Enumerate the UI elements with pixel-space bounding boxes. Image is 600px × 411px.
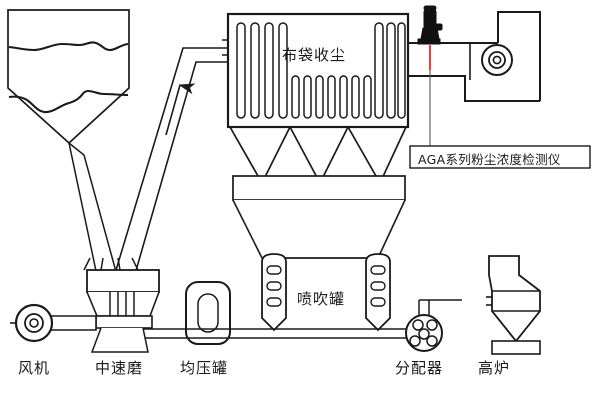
filter-bags-center [291,75,372,119]
distributor [405,299,462,352]
material-level-line-upper [8,41,129,52]
conveying-pipeline [120,328,420,339]
pressure-equalizing-tank [185,281,231,345]
clean-gas-outlet-duct [408,11,541,102]
label-pressure-equalizing-tank: 均压罐 [180,359,229,377]
detector-label-box [409,145,591,169]
blast-furnace [486,255,541,355]
filter-bags-left [236,22,288,119]
dust-concentration-sensor[interactable] [417,5,443,70]
filter-bags-right [374,22,406,119]
baghouse-hoppers [229,126,407,185]
baghouse-dust-collector [226,12,410,185]
label-blast-furnace: 高炉 [478,359,511,377]
injection-tank-right [365,253,391,332]
fan [10,303,97,343]
hopper-discharge-chute [68,142,122,291]
baghouse-title-label: 布袋收尘 [282,46,347,64]
baghouse-inlet-stubs [222,39,228,56]
collection-box-and-hopper [232,175,406,259]
raw-material-hopper [7,9,130,145]
label-fan: 风机 [18,359,51,377]
medium-speed-mill [83,257,160,353]
flow-arrow-up [165,83,196,136]
label-medium-speed-mill: 中速磨 [95,359,144,377]
injection-tank-label: 喷吹罐 [297,290,346,308]
material-level-line-lower [8,89,129,114]
detector-box-label: AGA系列粉尘浓度检测仪 [418,152,561,167]
label-distributor: 分配器 [395,359,444,377]
exhaust-fan-symbol [481,44,513,76]
injection-tank-left [261,253,287,332]
